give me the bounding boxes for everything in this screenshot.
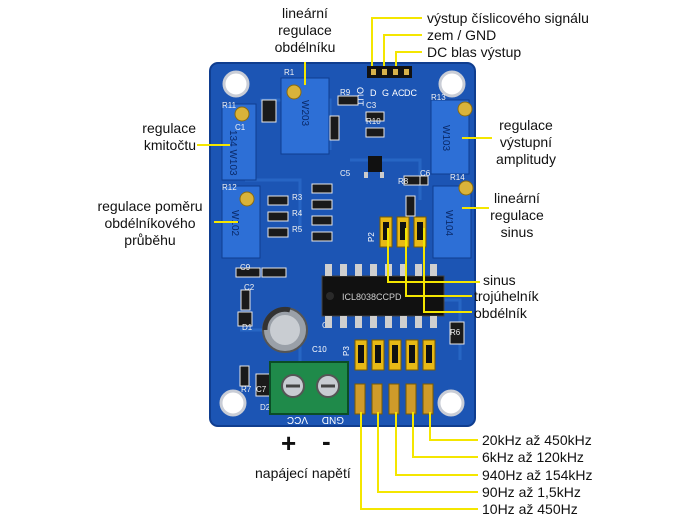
label-sine-regulation: lineární regulace sinus <box>490 190 544 240</box>
label-digital-output: výstup číslicového signálu <box>427 10 589 26</box>
svg-text:W102: W102 <box>229 210 240 237</box>
label-ground: zem / GND <box>427 27 497 43</box>
svg-text:C5: C5 <box>340 169 351 178</box>
label-triangle: trojúhelník <box>474 288 539 304</box>
label-range-4: 90Hz až 1,5kHz <box>482 484 581 500</box>
label-range-5: 10Hz až 450Hz <box>482 501 578 517</box>
svg-text:D2: D2 <box>260 403 271 412</box>
pin-g: G <box>382 88 389 98</box>
svg-text:W104: W104 <box>443 210 454 237</box>
p2-jumpers <box>379 216 427 248</box>
svg-text:R5: R5 <box>292 225 303 234</box>
svg-text:R9: R9 <box>340 88 351 97</box>
pin-ac: AC <box>392 88 405 98</box>
label-dc-bias: DC blas výstup <box>427 44 522 60</box>
svg-text:W203: W203 <box>299 100 310 127</box>
p3-label: P3 <box>342 346 351 356</box>
mounting-holes <box>219 70 466 417</box>
smd-components <box>235 95 465 397</box>
p3-jumpers <box>354 339 436 371</box>
svg-text:R1: R1 <box>284 68 295 77</box>
label-linear-square-regulation: lineární regulace obdélníku <box>274 5 336 55</box>
svg-text:W103: W103 <box>440 125 451 152</box>
range-capacitors <box>354 383 434 415</box>
vcc-text: VCC <box>287 414 308 425</box>
power-terminal-block <box>269 361 349 415</box>
out-header <box>367 66 412 78</box>
svg-text:R3: R3 <box>292 193 303 202</box>
label-plus: + <box>281 428 297 458</box>
svg-text:R4: R4 <box>292 209 303 218</box>
svg-text:C7: C7 <box>256 385 267 394</box>
label-range-2: 6kHz až 120kHz <box>482 449 584 465</box>
svg-text:R7: R7 <box>241 385 252 394</box>
svg-text:C3: C3 <box>366 101 377 110</box>
svg-text:C9: C9 <box>240 263 251 272</box>
svg-text:134 W103: 134 W103 <box>227 130 238 176</box>
label-supply-voltage: napájecí napětí <box>255 465 351 481</box>
svg-text:D1: D1 <box>242 323 253 332</box>
svg-text:R13: R13 <box>431 93 446 102</box>
trimmer-pot-frequency: 134 W103 <box>221 103 257 181</box>
svg-text:C1: C1 <box>235 123 246 132</box>
trimmer-pot-square: W203 <box>280 77 330 155</box>
label-range-1: 20kHz až 450kHz <box>482 432 592 448</box>
svg-text:R8: R8 <box>398 177 409 186</box>
label-minus: - <box>322 426 331 456</box>
pin-d: D <box>370 88 377 98</box>
label-duty-cycle-regulation: regulace poměru obdélníkového průběhu <box>97 198 203 248</box>
reference-designators: R1 R3 R4 R5 R6 R7 R8 R9 R10 R11 R12 R13 … <box>222 68 465 412</box>
pin-dc: DC <box>404 88 417 98</box>
chip-marking: ICL8038CCPD <box>342 292 402 302</box>
label-amplitude-regulation: regulace výstupní amplitudy <box>496 117 556 167</box>
svg-text:R11: R11 <box>222 101 237 110</box>
svg-text:C10: C10 <box>312 345 327 354</box>
annotation-lines <box>197 17 492 510</box>
svg-text:R6: R6 <box>450 328 461 337</box>
electrolytic-capacitor: C10 <box>262 306 327 354</box>
svg-text:R12: R12 <box>222 183 237 192</box>
transistor <box>364 156 384 178</box>
label-square: obdélník <box>474 305 527 321</box>
p2-label: P2 <box>367 232 376 242</box>
svg-text:C6: C6 <box>420 169 431 178</box>
label-sine: sinus <box>483 272 516 288</box>
svg-text:C2: C2 <box>244 283 255 292</box>
gnd-text: GND <box>322 414 344 425</box>
pcb-edge <box>209 62 476 427</box>
svg-text:R14: R14 <box>450 173 465 182</box>
label-frequency-regulation: regulace kmitočtu <box>142 120 196 153</box>
out-text: OUT <box>355 87 365 107</box>
trimmer-pot-sine: W104 <box>432 180 474 259</box>
svg-text:R10: R10 <box>366 117 381 126</box>
label-range-3: 940Hz až 154kHz <box>482 467 593 483</box>
